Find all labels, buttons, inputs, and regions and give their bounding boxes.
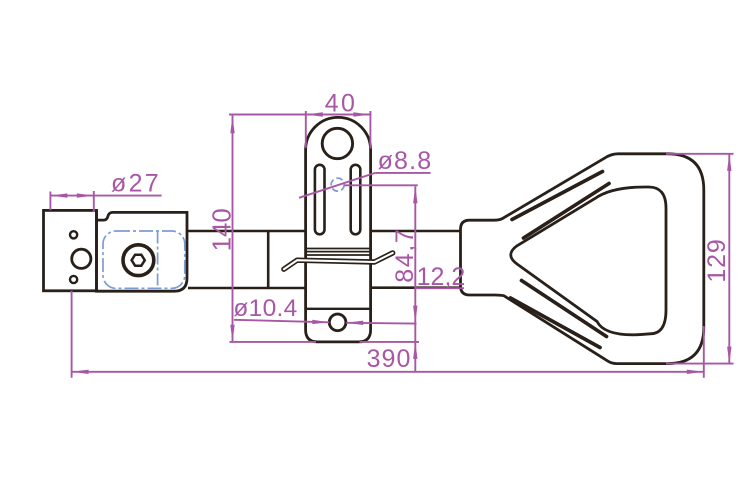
svg-text:ø8.8: ø8.8 [378, 147, 433, 175]
svg-text:140: 140 [208, 208, 236, 251]
svg-text:ø27: ø27 [111, 170, 161, 198]
svg-text:ø10.4: ø10.4 [233, 295, 297, 322]
svg-text:40: 40 [325, 90, 357, 118]
svg-text:84,7: 84,7 [391, 228, 419, 283]
svg-text:129: 129 [703, 238, 731, 282]
svg-text:12,2: 12,2 [417, 263, 466, 291]
svg-text:390: 390 [367, 345, 412, 373]
